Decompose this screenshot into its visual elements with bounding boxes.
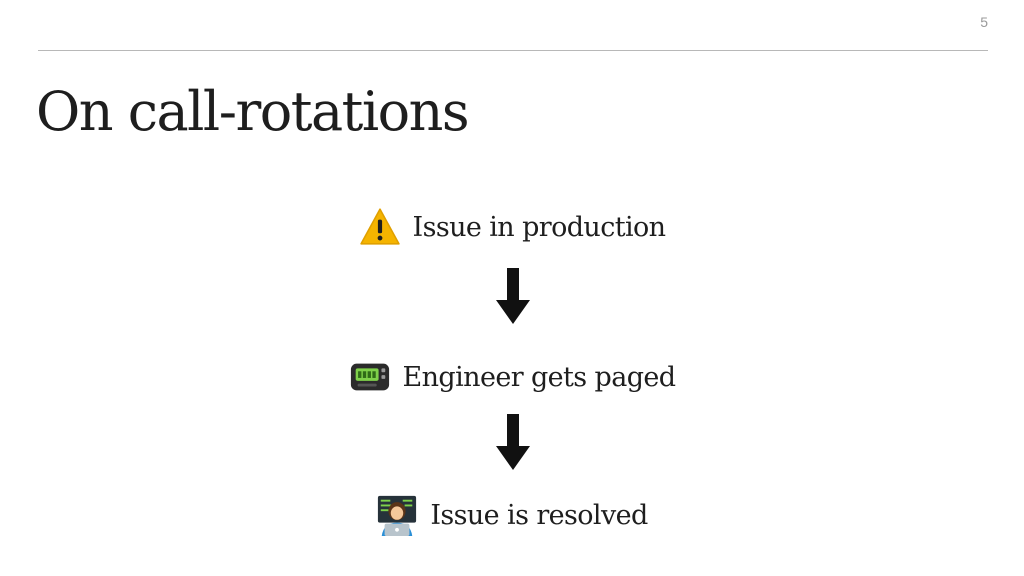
- slide-title: On call-rotations: [36, 80, 470, 143]
- flow-step-label: Issue in production: [412, 211, 667, 243]
- slide-number: 5: [980, 14, 988, 30]
- down-arrow-icon: [494, 268, 532, 326]
- flow-step-paged: Engineer gets paged: [0, 356, 1024, 398]
- flow-step-resolved: Issue is resolved: [0, 494, 1024, 536]
- flow-step-label: Issue is resolved: [430, 499, 648, 531]
- flow-step-label: Engineer gets paged: [402, 361, 677, 393]
- pager-icon: [349, 356, 391, 398]
- header-divider: [38, 50, 988, 51]
- down-arrow-icon: [494, 414, 532, 472]
- warning-icon: [359, 206, 401, 248]
- technologist-icon: [376, 494, 418, 536]
- flow-step-issue: Issue in production: [0, 206, 1024, 248]
